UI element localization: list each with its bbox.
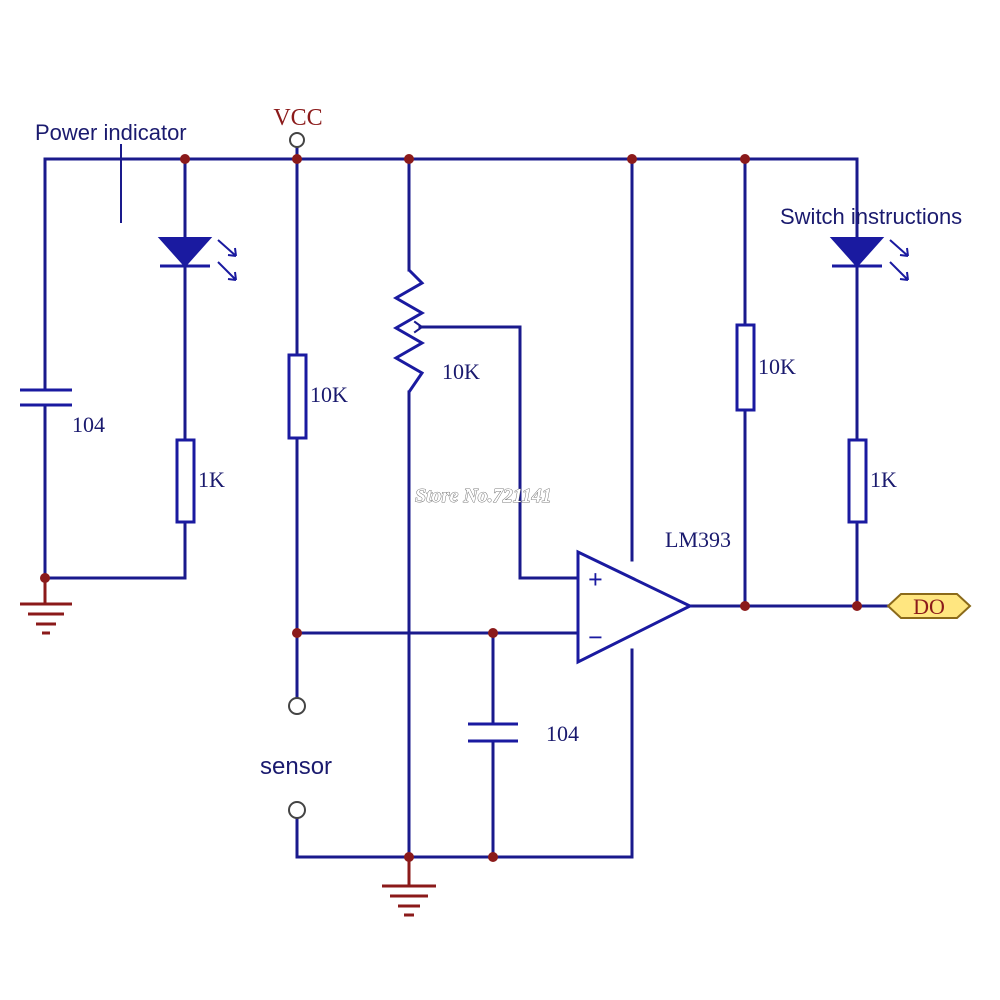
ground-bottom xyxy=(382,857,436,917)
capacitor-bottom xyxy=(468,722,518,743)
resistor-switch-led xyxy=(847,438,868,524)
watermark: Store No.721141 xyxy=(415,485,552,507)
sensor-terminal-top xyxy=(288,697,306,715)
switch-instructions-label: Switch instructions xyxy=(780,204,962,229)
op-amp-icon xyxy=(576,549,694,665)
ground-icon xyxy=(382,857,436,917)
sensor-terminal-bottom xyxy=(288,801,306,819)
led-power-indicator xyxy=(157,237,237,281)
led-switch-indicator xyxy=(829,237,909,281)
junctions xyxy=(40,154,862,862)
comparator-label: LM393 xyxy=(665,527,731,552)
cap-bottom-label: 104 xyxy=(546,721,579,746)
output-port: DO xyxy=(886,593,972,619)
resistor-pullup xyxy=(735,323,756,412)
minus-sign: − xyxy=(588,623,603,652)
potentiometer xyxy=(392,268,426,393)
resistor-power-led xyxy=(175,438,196,524)
sensor-label: sensor xyxy=(260,753,332,780)
wires xyxy=(43,143,890,859)
vcc-terminal xyxy=(289,132,305,148)
r-pot-label: 10K xyxy=(442,359,480,384)
ground-left xyxy=(20,578,72,635)
cap-left-label: 104 xyxy=(72,412,105,437)
vcc-label: VCC xyxy=(273,105,322,131)
ground-icon xyxy=(20,578,72,635)
comparator: + − xyxy=(576,549,694,665)
capacitor-left xyxy=(20,388,72,407)
output-label: DO xyxy=(913,594,945,619)
resistor-sensor xyxy=(287,353,308,440)
plus-sign: + xyxy=(588,565,603,594)
r-pullup-label: 10K xyxy=(758,354,796,379)
led-icon xyxy=(829,237,909,281)
r-sensor-label: 10K xyxy=(310,382,348,407)
r-switch-led-label: 1K xyxy=(870,467,897,492)
power-indicator-label: Power indicator xyxy=(35,120,187,145)
led-icon xyxy=(157,237,237,281)
r-power-led-label: 1K xyxy=(198,467,225,492)
